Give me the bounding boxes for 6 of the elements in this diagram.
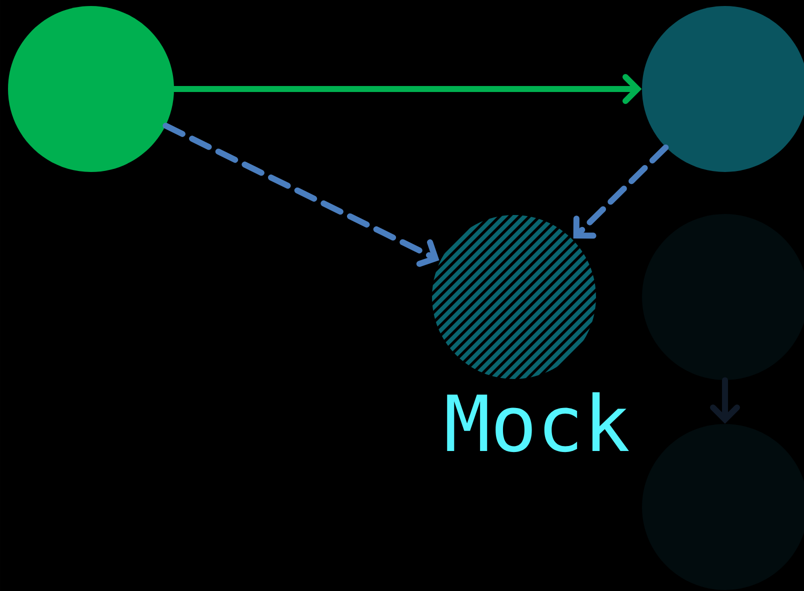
arrow (171, 74, 642, 104)
node-caption: Mock (447, 392, 629, 452)
arrow (162, 122, 440, 267)
arrow (573, 144, 669, 239)
arrow (710, 377, 740, 424)
circle (8, 6, 174, 172)
